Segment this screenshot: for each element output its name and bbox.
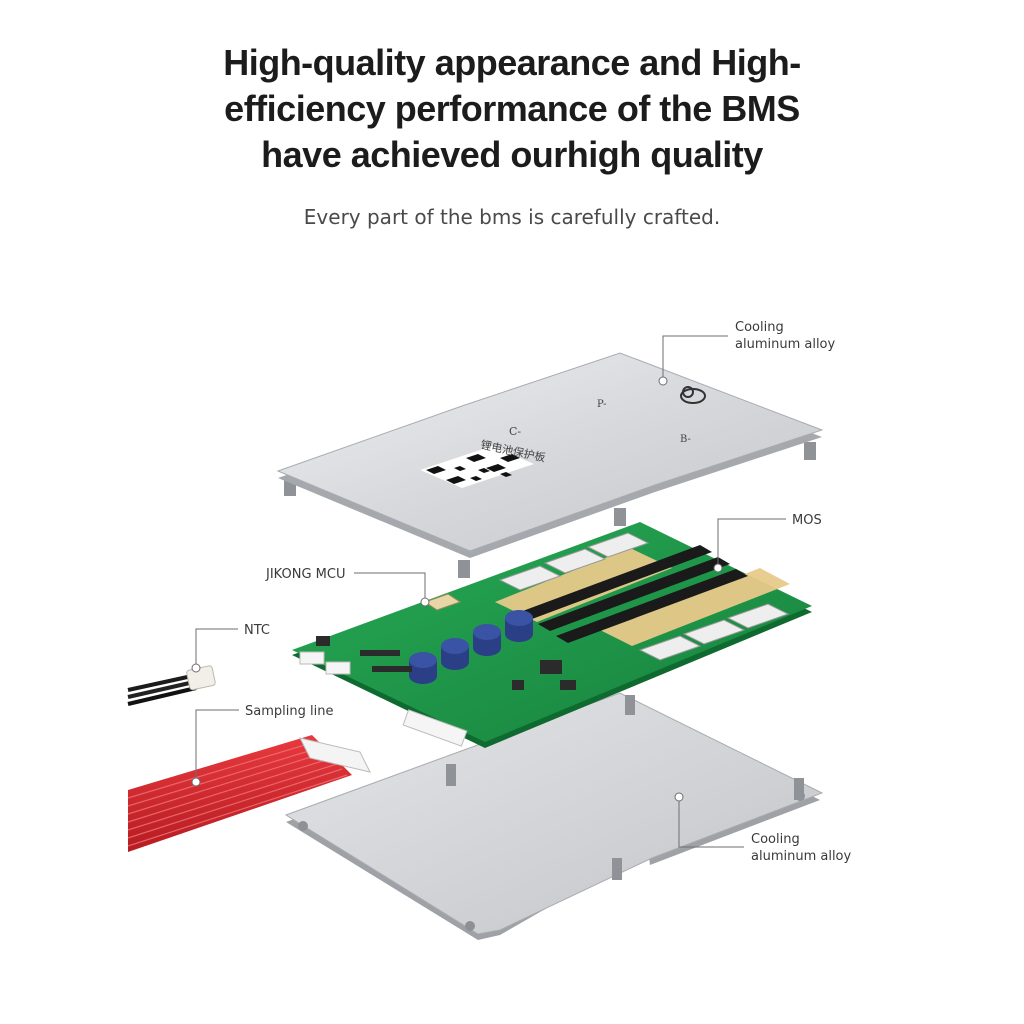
capacitors xyxy=(409,610,533,684)
headline-line-3: have achieved ourhigh quality xyxy=(261,134,763,175)
callout-sampling-label: Sampling line xyxy=(245,704,333,719)
headline-line-1: High-quality appearance and High- xyxy=(223,42,801,83)
headline: High-quality appearance and High- effici… xyxy=(0,40,1024,178)
sampling-line-cable xyxy=(127,735,371,852)
callout-mcu-label: JIKONG MCU xyxy=(265,567,345,582)
callout-bottom-cooling-line1: Cooling xyxy=(751,832,800,847)
cloud-logo-icon xyxy=(680,386,706,404)
callout-top-cooling-line1: Cooling xyxy=(735,320,784,335)
sampling-header xyxy=(402,709,468,747)
ntc-cable xyxy=(127,665,216,706)
top-cooling-plate: C- P- B- 锂电池保护板 xyxy=(276,352,824,578)
callout-bottom-cooling-line2: aluminum alloy xyxy=(751,849,852,864)
callout-bottom-cooling: Cooling aluminum alloy xyxy=(674,792,852,864)
callout-top-cooling-line2: aluminum alloy xyxy=(735,337,836,352)
callout-mos-label: MOS xyxy=(792,513,822,528)
subtitle: Every part of the bms is carefully craft… xyxy=(303,205,721,229)
plate-marking-p-minus: P- xyxy=(597,399,607,410)
sampling-connector xyxy=(299,737,371,773)
plate-marking-c-minus: C- xyxy=(509,425,521,438)
qr-code xyxy=(420,446,534,488)
standoff xyxy=(612,858,622,880)
headline-line-2: efficiency performance of the BMS xyxy=(224,88,800,129)
ntc-connector xyxy=(186,665,216,691)
standoff xyxy=(794,778,804,800)
mcu-chip xyxy=(423,593,462,611)
pcb-board xyxy=(292,522,812,748)
bottom-cooling-plate xyxy=(284,692,824,940)
callout-ntc: NTC xyxy=(191,623,270,673)
callout-mcu: JIKONG MCU xyxy=(265,567,430,607)
callout-top-cooling: Cooling aluminum alloy xyxy=(658,320,836,386)
callout-ntc-label: NTC xyxy=(244,623,270,638)
callout-sampling: Sampling line xyxy=(191,704,333,787)
mos-array xyxy=(520,545,748,643)
standoff xyxy=(625,695,635,715)
terminal-pads xyxy=(498,532,790,661)
standoff xyxy=(446,764,456,786)
callout-mos: MOS xyxy=(713,513,822,573)
plate-marking-b-minus: B- xyxy=(680,434,691,445)
